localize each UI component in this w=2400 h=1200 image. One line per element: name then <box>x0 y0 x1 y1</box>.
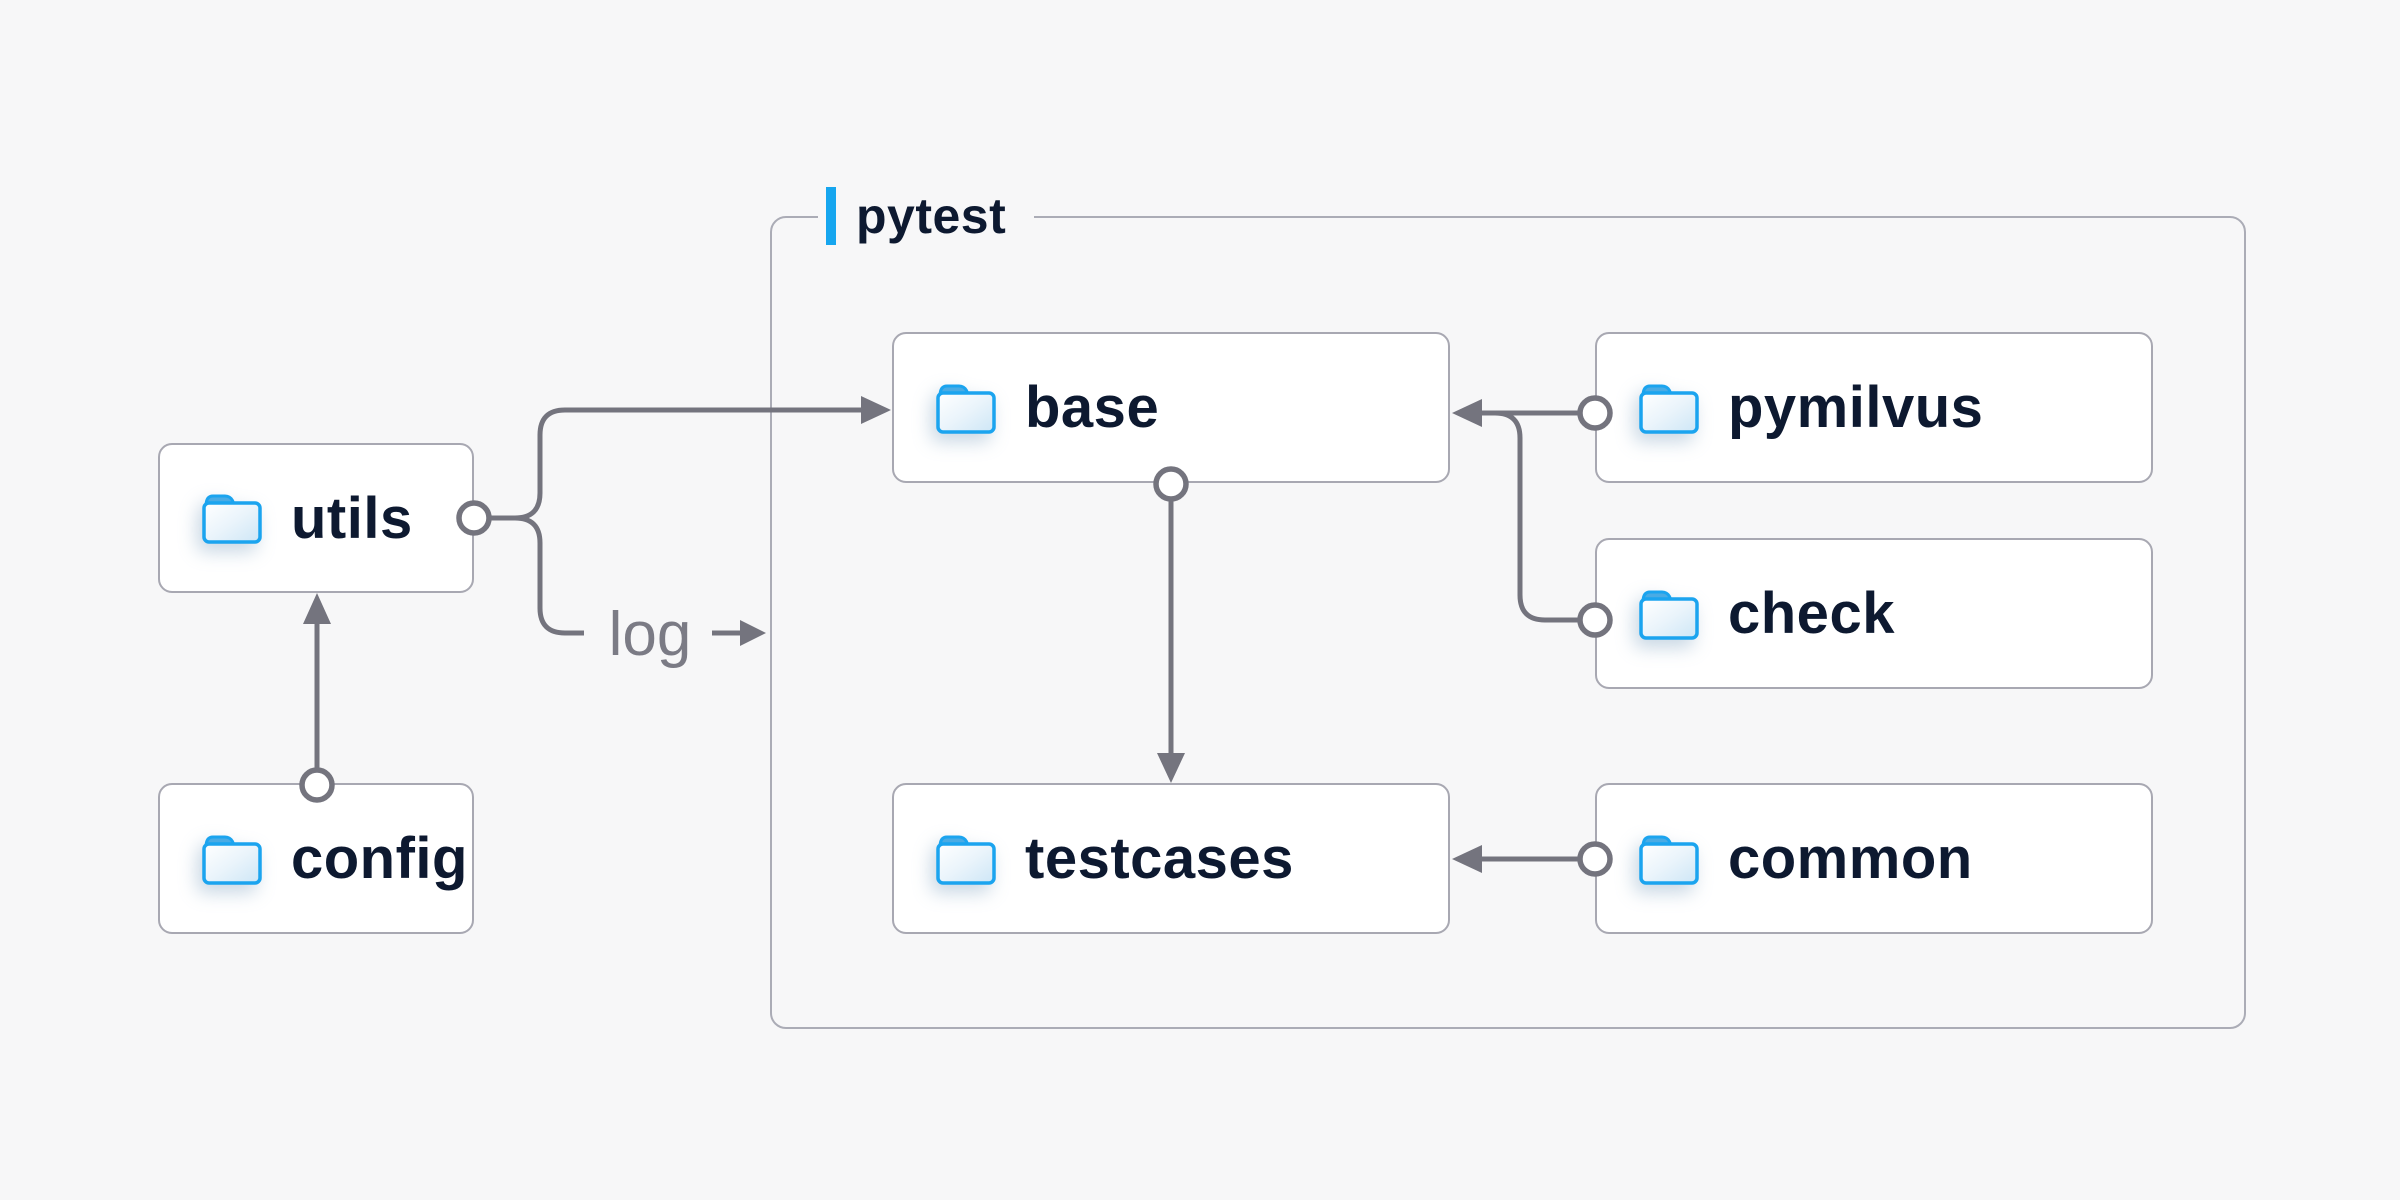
node-testcases: testcases <box>892 783 1450 934</box>
node-label: check <box>1728 581 1895 646</box>
folder-icon <box>1639 835 1699 885</box>
group-title: pytest <box>856 188 1007 244</box>
edge-label-log: log <box>608 599 692 669</box>
node-label: testcases <box>1025 826 1294 891</box>
node-label: pymilvus <box>1728 375 1984 440</box>
node-pymilvus: pymilvus <box>1595 332 2153 483</box>
folder-icon <box>936 835 996 885</box>
node-utils: utils <box>158 443 474 593</box>
node-label: common <box>1728 826 1973 891</box>
pytest-group-label: pytest <box>818 183 1035 249</box>
arrowhead-up-icon <box>303 593 331 624</box>
folder-icon <box>1639 590 1699 640</box>
node-config: config <box>158 783 474 934</box>
pytest-group-container <box>770 216 2246 1029</box>
folder-icon <box>936 384 996 434</box>
node-base: base <box>892 332 1450 483</box>
node-common: common <box>1595 783 2153 934</box>
edge-config-utils <box>303 593 331 770</box>
folder-icon <box>202 835 262 885</box>
folder-icon <box>1639 384 1699 434</box>
arrowhead-right-icon <box>740 620 766 646</box>
node-check: check <box>1595 538 2153 689</box>
folder-icon <box>202 494 262 544</box>
node-label: utils <box>291 485 413 551</box>
node-label: base <box>1025 375 1160 440</box>
node-label: config <box>291 826 468 891</box>
accent-bar <box>826 187 836 245</box>
